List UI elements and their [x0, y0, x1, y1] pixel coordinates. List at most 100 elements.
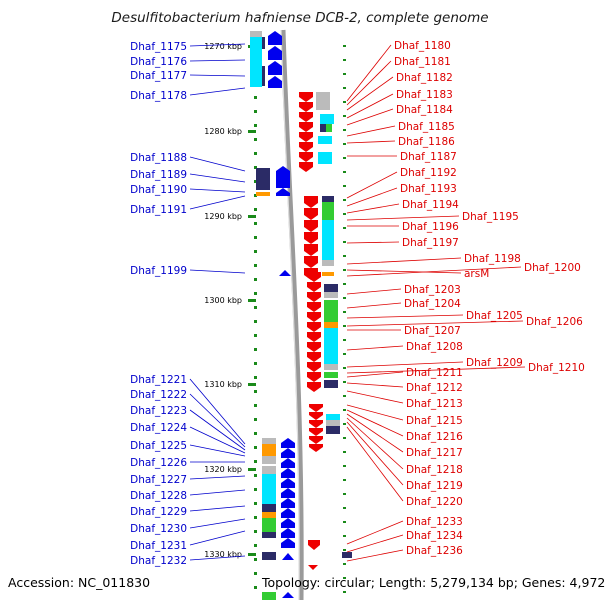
tick-mark: [254, 208, 257, 211]
tick-mark: [343, 199, 346, 201]
cds-block: [316, 92, 330, 102]
tick-mark: [254, 502, 257, 505]
forward-arrow: [279, 270, 291, 276]
tick-mark: [254, 320, 257, 323]
scale-label: 1280 kbp: [204, 127, 242, 136]
tick-mark: [343, 409, 346, 411]
leader-line: [346, 382, 404, 388]
genome-title: Desulfitobacterium hafniense DCB-2, comp…: [111, 10, 489, 26]
cds-block: [324, 372, 338, 378]
leader-line: [346, 361, 464, 368]
tick-mark: [254, 460, 257, 463]
tick-mark: [254, 530, 257, 533]
leader-line: [189, 269, 246, 274]
cds-block: [262, 456, 276, 464]
leader-line: [189, 555, 246, 561]
gene-label: Dhaf_1236: [406, 545, 463, 557]
scale-tick: [248, 299, 256, 302]
tick-mark: [343, 339, 346, 341]
reverse-arrow: [309, 420, 323, 428]
cds-block: [324, 292, 338, 298]
scale-label: 1300 kbp: [204, 296, 242, 305]
cds-block: [322, 272, 334, 276]
tick-mark: [343, 395, 346, 397]
reverse-arrow: [307, 332, 321, 342]
leader-line: [346, 76, 394, 111]
leader-line: [346, 257, 462, 265]
leader-line: [346, 413, 404, 453]
gene-label: Dhaf_1233: [406, 516, 463, 528]
leader-line: [346, 44, 392, 102]
gene-label: Dhaf_1216: [406, 431, 463, 443]
forward-arrow: [281, 528, 295, 538]
tick-mark: [343, 535, 346, 537]
reverse-arrow: [307, 372, 321, 382]
forward-arrow: [276, 188, 290, 196]
tick-mark: [254, 432, 257, 435]
cds-block: [250, 63, 262, 77]
reverse-arrow: [307, 292, 321, 302]
tick-mark: [254, 376, 257, 379]
gene-label: Dhaf_1205: [466, 310, 523, 322]
leader-line: [346, 171, 398, 199]
leader-line: [346, 203, 400, 214]
gene-label: Dhaf_1178: [130, 90, 187, 102]
tick-mark: [254, 544, 257, 547]
gene-label: Dhaf_1182: [396, 72, 453, 84]
cds-block: [250, 37, 262, 49]
leader-line: [346, 520, 404, 545]
forward-arrow: [281, 518, 295, 528]
cds-block: [324, 328, 338, 364]
tick-mark: [343, 451, 346, 453]
cds-block: [324, 364, 338, 370]
forward-arrow: [281, 438, 295, 448]
tick-mark: [254, 152, 257, 155]
cds-block: [326, 124, 332, 132]
tick-mark: [343, 493, 346, 495]
leader-line: [346, 266, 522, 277]
genome-info-text: Topology: circular; Length: 5,279,134 bp…: [262, 575, 605, 590]
leader-line: [346, 108, 394, 126]
reverse-arrow: [304, 208, 318, 220]
reverse-arrow: [309, 404, 323, 412]
tick-mark: [343, 353, 346, 355]
reverse-arrow: [309, 436, 323, 444]
scale-tick: [248, 553, 256, 556]
tick-mark: [254, 236, 257, 239]
reverse-arrow: [309, 412, 323, 420]
tick-mark: [343, 59, 346, 61]
cds-block: [324, 300, 338, 322]
forward-arrow: [268, 76, 282, 88]
leader-line: [189, 378, 246, 445]
cds-block: [326, 420, 340, 426]
leader-line: [189, 426, 246, 454]
tick-mark: [343, 129, 346, 131]
tick-mark: [343, 577, 346, 579]
leader-line: [189, 518, 246, 529]
tick-mark: [343, 241, 346, 243]
cds-blocks: [250, 31, 352, 600]
reverse-arrow: [304, 220, 318, 232]
tick-mark: [343, 507, 346, 509]
gene-label: Dhaf_1209: [466, 357, 523, 369]
gene-label: Dhaf_1222: [130, 389, 187, 401]
cds-block: [262, 66, 265, 86]
tick-mark: [254, 278, 257, 281]
tick-mark: [343, 115, 346, 117]
reverse-arrow: [299, 122, 313, 132]
leader-line: [346, 140, 396, 144]
leader-line: [189, 188, 246, 193]
tick-mark: [254, 516, 257, 519]
gene-label: Dhaf_1189: [130, 169, 187, 181]
gene-labels: Dhaf_1175Dhaf_1176Dhaf_1177Dhaf_1178Dhaf…: [130, 40, 585, 567]
gene-label: Dhaf_1191: [130, 204, 187, 216]
gene-label: Dhaf_1197: [402, 237, 459, 249]
tick-mark: [343, 437, 346, 439]
gene-label: Dhaf_1225: [130, 440, 187, 452]
cds-block: [250, 49, 262, 63]
gene-label: Dhaf_1217: [406, 447, 463, 459]
tick-mark: [343, 325, 346, 327]
gene-label: Dhaf_1176: [130, 56, 187, 68]
forward-arrow: [268, 61, 282, 75]
